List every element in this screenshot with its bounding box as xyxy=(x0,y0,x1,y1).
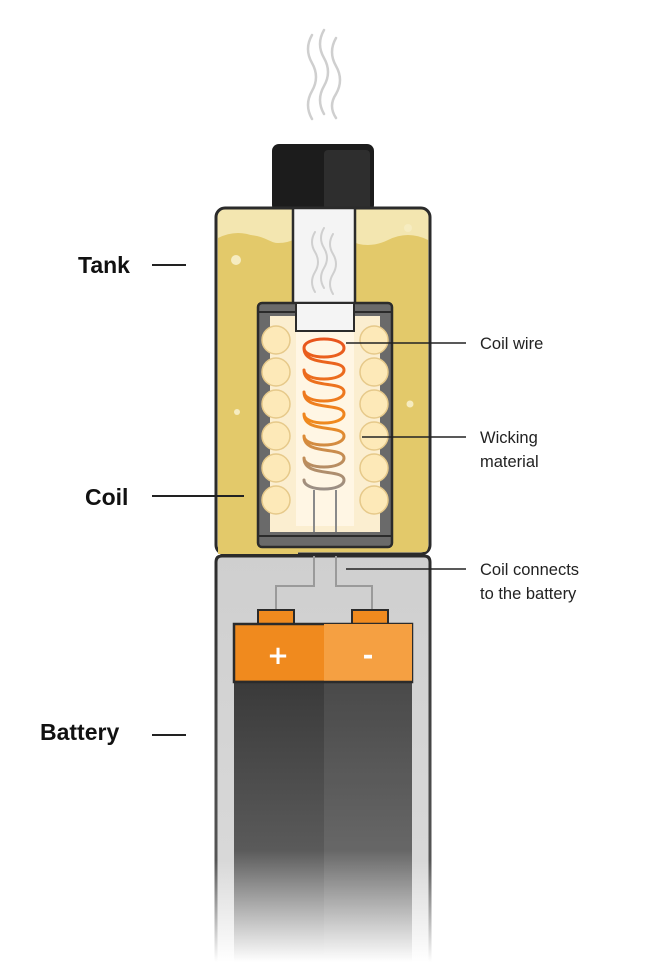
coil-housing xyxy=(256,301,394,549)
connects-label-line2: to the battery xyxy=(480,585,577,603)
coil-wire-label: Coil wire xyxy=(480,335,543,353)
connects-label-line1: Coil connects xyxy=(480,561,579,579)
coil-label: Coil xyxy=(85,484,128,510)
negative-terminal-sign: - xyxy=(363,641,374,671)
wicking-label-line1: Wicking xyxy=(480,429,538,447)
wicking-label-line2: material xyxy=(480,453,539,471)
battery-cell xyxy=(234,682,412,962)
positive-terminal-sign: + xyxy=(267,641,289,671)
coil-wire xyxy=(302,337,346,491)
tank-label: Tank xyxy=(78,252,130,278)
mouthpiece xyxy=(272,144,374,212)
battery-casing xyxy=(214,554,432,962)
battery-label: Battery xyxy=(40,719,119,745)
vapor-wisps xyxy=(306,28,342,121)
wicking-material xyxy=(261,325,389,515)
